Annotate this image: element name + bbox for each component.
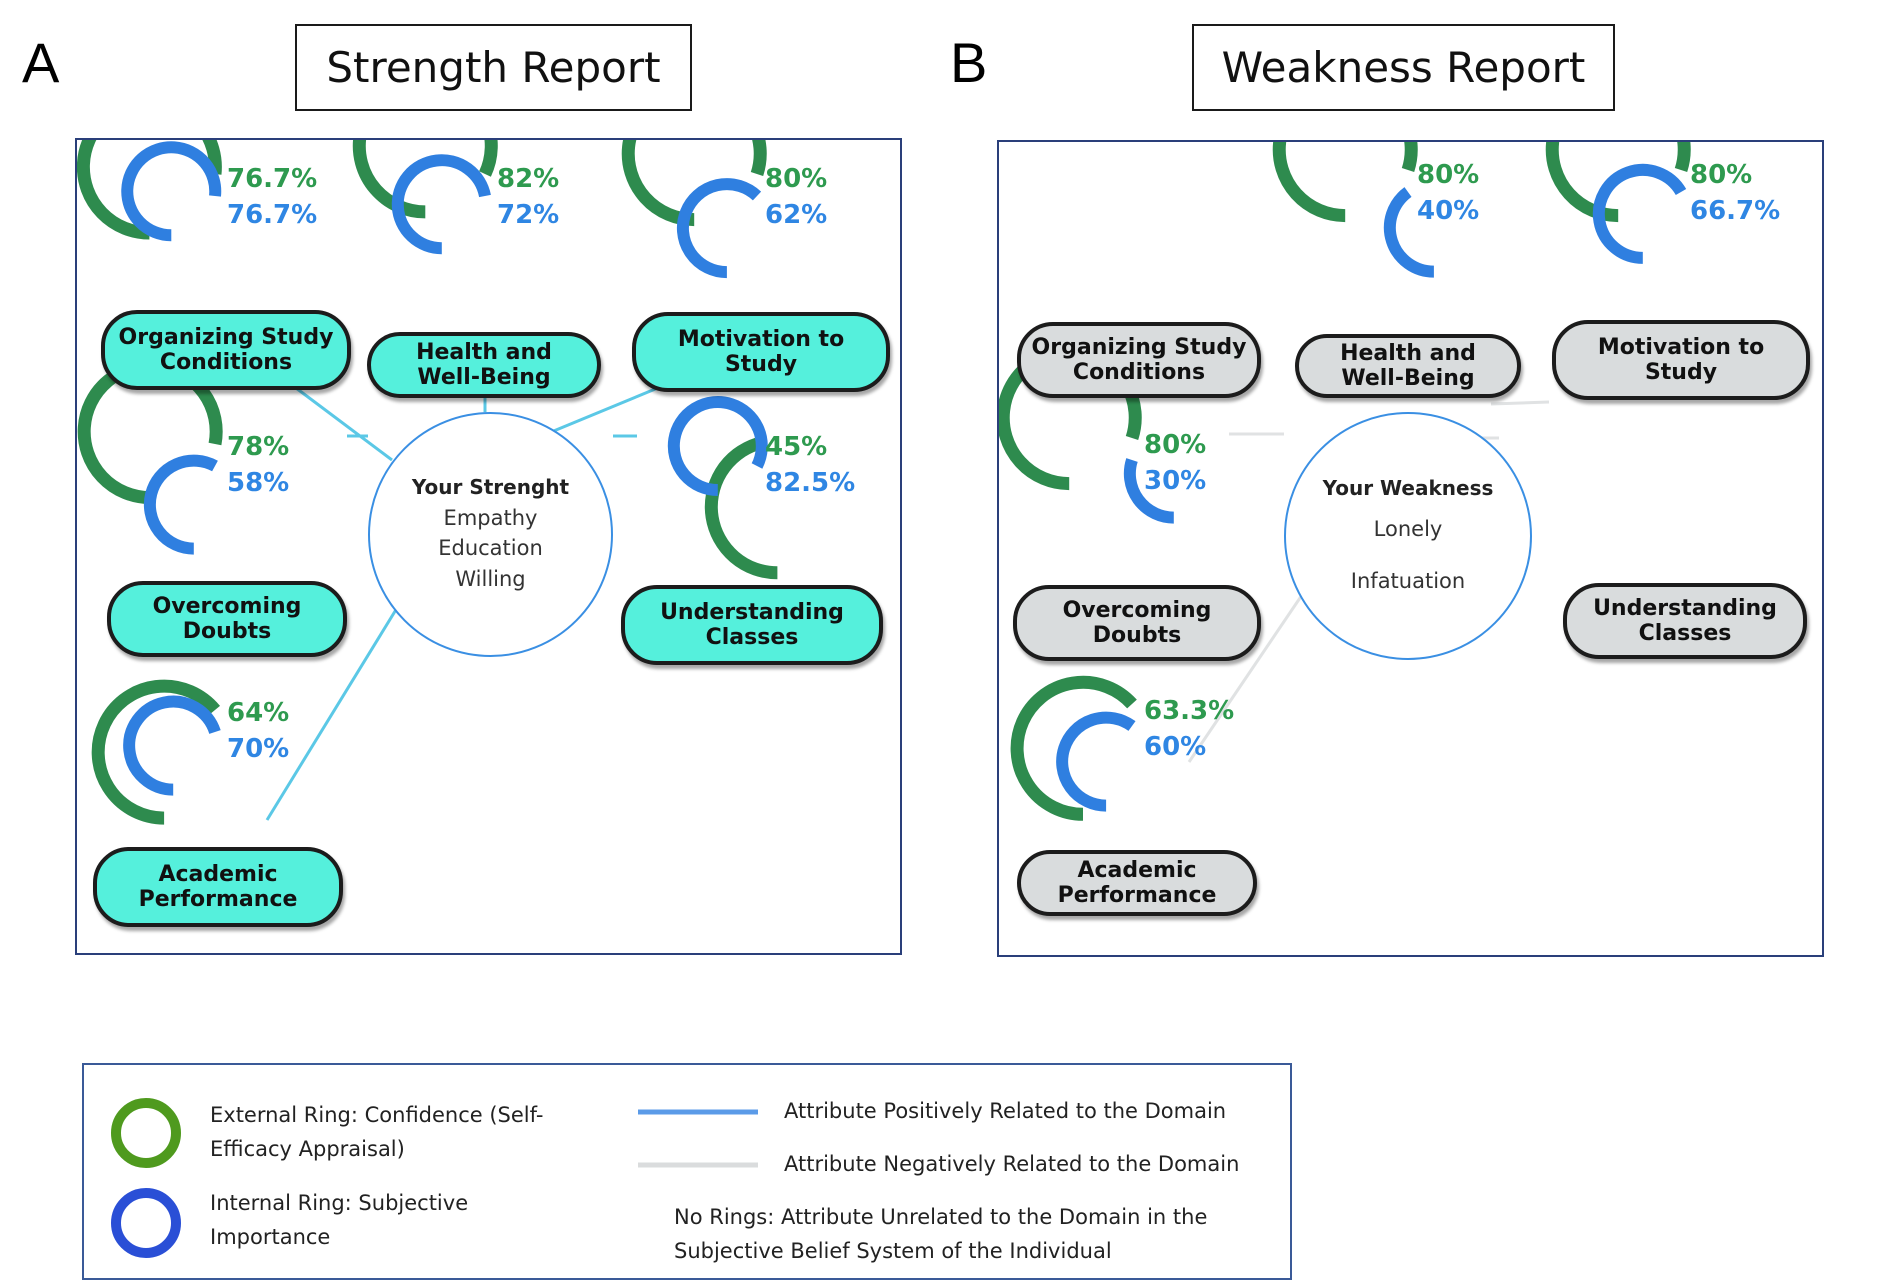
ring-group (621, 140, 767, 279)
confidence-label: 78% (227, 432, 290, 462)
confidence-ring (621, 140, 767, 227)
weakness-report-title: Weakness Report (1192, 24, 1615, 111)
importance-ring (1123, 458, 1175, 524)
domain-understanding-classes: Understanding Classes (1563, 583, 1807, 659)
confidence-ring (91, 679, 220, 825)
ring-group (352, 140, 498, 255)
importance-ring (1056, 711, 1136, 812)
legend-external-ring: External Ring: Confidence (Self-Efficacy… (210, 1103, 544, 1161)
connector-line (1490, 400, 1550, 406)
importance-label: 58% (227, 468, 290, 498)
domain-organizing-study-conditions: Organizing Study Conditions (101, 310, 351, 390)
strength-diagram (77, 140, 778, 825)
importance-ring (1383, 187, 1435, 278)
legend-no-rings: No Rings: Attribute Unrelated to the Dom… (674, 1205, 1208, 1263)
importance-ring (121, 141, 222, 242)
domain-overcoming-doubts: Overcoming Doubts (107, 581, 347, 657)
importance-ring (676, 178, 762, 279)
importance-label: 82.5% (765, 468, 856, 498)
ring-group (91, 679, 221, 825)
connector-line (265, 607, 399, 821)
strength-panel: Your Strenght Empathy Education Willing … (75, 138, 902, 955)
weakness-center: Your Weakness Lonely Infatuation (1284, 412, 1532, 660)
confidence-label: 80% (1690, 160, 1753, 190)
panel-a-letter: A (22, 31, 60, 94)
confidence-label: 63.3% (1144, 696, 1235, 726)
importance-ring (143, 454, 218, 555)
confidence-label: 45% (765, 432, 828, 462)
legend-negative: Attribute Negatively Related to the Doma… (784, 1152, 1240, 1176)
confidence-label: 64% (227, 698, 290, 728)
confidence-ring (77, 359, 223, 505)
importance-ring-icon (111, 1188, 181, 1258)
importance-ring (667, 396, 768, 496)
importance-label: 66.7% (1690, 196, 1781, 226)
importance-label: 40% (1417, 196, 1480, 226)
weakness-center-item: Lonely (1373, 516, 1443, 541)
importance-label: 62% (765, 200, 828, 230)
panel-b-letter: B (950, 31, 988, 94)
confidence-ring (1272, 142, 1418, 223)
importance-label: 30% (1144, 466, 1207, 496)
confidence-label: 76.7% (227, 164, 318, 194)
importance-ring (391, 154, 491, 255)
ring-group (1545, 142, 1691, 264)
domain-health-and-well-being: Health and Well-Being (367, 332, 601, 398)
domain-organizing-study-conditions: Organizing Study Conditions (1017, 322, 1261, 398)
domain-understanding-classes: Understanding Classes (621, 585, 883, 665)
strength-center: Your Strenght Empathy Education Willing (368, 412, 613, 657)
importance-label: 76.7% (227, 200, 318, 230)
ring-group (77, 359, 223, 555)
confidence-label: 82% (497, 164, 560, 194)
importance-label: 70% (227, 734, 290, 764)
connector-line (1187, 591, 1306, 763)
strength-center-item: Education (438, 536, 543, 561)
strength-center-item: Empathy (443, 505, 538, 530)
domain-overcoming-doubts: Overcoming Doubts (1013, 585, 1261, 661)
weakness-panel: Your Weakness Lonely Infatuation 80% 40%… (997, 140, 1824, 957)
confidence-ring (77, 140, 222, 240)
legend-graphics (111, 1098, 758, 1258)
confidence-ring-icon (111, 1098, 181, 1168)
strength-center-title: Your Strenght (411, 474, 570, 499)
weakness-center-item: Infatuation (1350, 569, 1466, 593)
confidence-label: 80% (1144, 430, 1207, 460)
ring-group (1272, 142, 1435, 278)
legend-internal-ring: Internal Ring: Subjective Importance (210, 1191, 469, 1249)
importance-label: 60% (1144, 732, 1207, 762)
importance-ring (123, 695, 221, 796)
legend: External Ring: Confidence (Self-Efficacy… (82, 1063, 1292, 1280)
importance-ring (1592, 163, 1687, 264)
strength-center-item: Willing (455, 566, 526, 591)
domain-health-and-well-being: Health and Well-Being (1295, 334, 1521, 398)
domain-academic-performance: Academic Performance (93, 847, 343, 927)
importance-label: 72% (497, 200, 560, 230)
ring-group (77, 140, 222, 242)
confidence-label: 80% (765, 164, 828, 194)
domain-motivation-to-study: Motivation to Study (632, 312, 890, 392)
ring-group (1010, 675, 1137, 821)
ring-group (667, 396, 778, 580)
confidence-ring (352, 140, 498, 219)
domain-motivation-to-study: Motivation to Study (1552, 320, 1810, 400)
confidence-ring (1010, 675, 1137, 821)
legend-positive: Attribute Positively Related to the Doma… (784, 1099, 1227, 1123)
strength-report-title: Strength Report (295, 24, 692, 111)
confidence-ring (1545, 142, 1691, 223)
confidence-ring (704, 437, 778, 580)
domain-academic-performance: Academic Performance (1017, 850, 1257, 916)
connector-line (291, 383, 393, 462)
weakness-center-title: Your Weakness (1322, 475, 1494, 500)
confidence-label: 80% (1417, 160, 1480, 190)
